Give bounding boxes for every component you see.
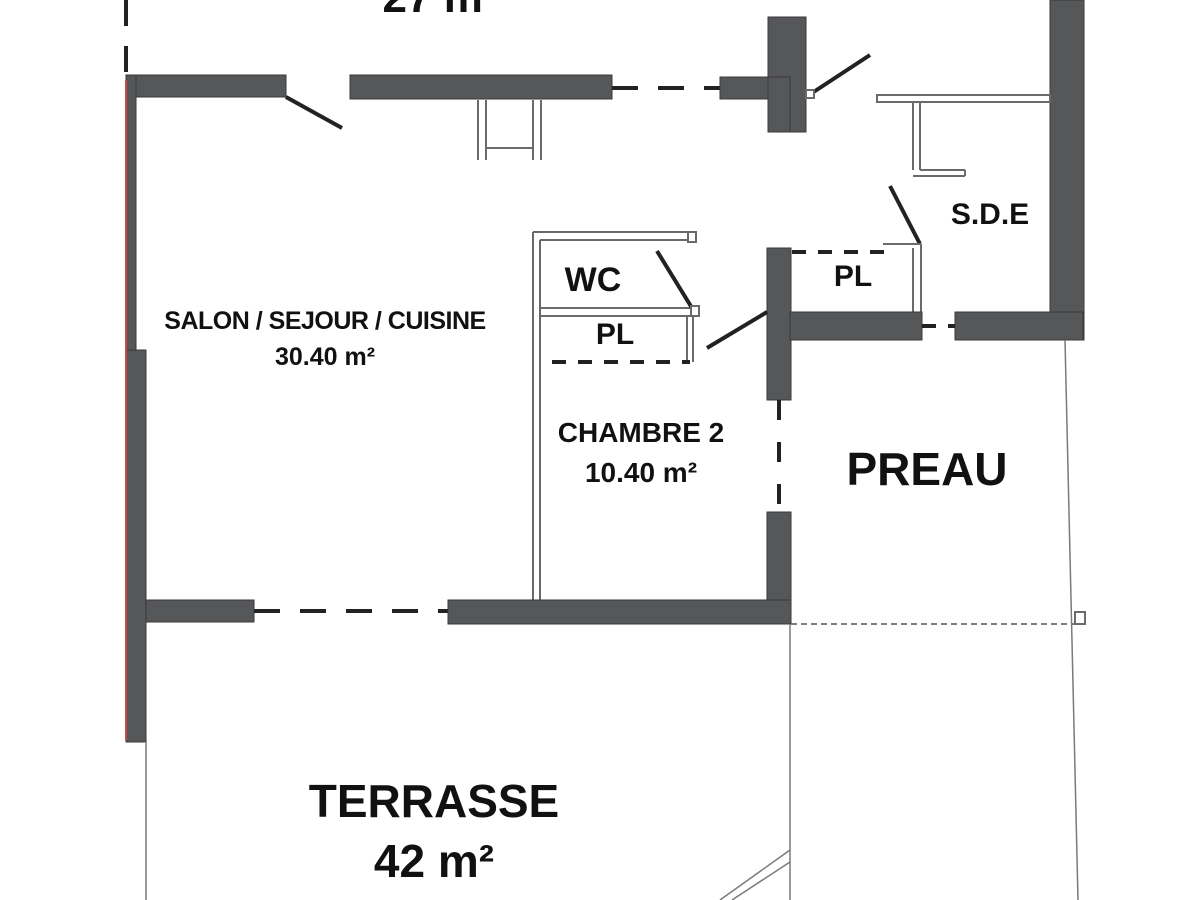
left-exterior-wall (125, 74, 287, 743)
sde-partitions (876, 94, 1051, 312)
room-label-placard-wc: PL (595, 318, 635, 351)
room-label-salon: SALON / SEJOUR / CUISINE (164, 307, 486, 335)
room-label-top: 27 m² (383, 0, 498, 20)
salon-bottom-wall-right (447, 599, 792, 625)
salon-door (285, 95, 343, 130)
room-label-chambre2: CHAMBRE 2 (557, 417, 725, 448)
room-area-chambre2: 10.40 m² (584, 457, 698, 488)
room-label-placard-sde: PL (833, 260, 873, 293)
central-wall (766, 247, 792, 401)
room-label-sde: S.D.E (950, 198, 1030, 231)
salon-window-opening (477, 100, 542, 160)
entry-door (810, 53, 872, 95)
right-exterior-wall (1049, 0, 1085, 341)
room-area-salon: 30.40 m² (274, 343, 376, 371)
room-label-terrasse: TERRASSE (308, 775, 560, 827)
salon-bottom-wall-left (145, 599, 255, 623)
room-area-terrasse: 42 m² (373, 835, 495, 887)
room-label-wc: WC (564, 261, 622, 299)
room-label-preau: PREAU (846, 443, 1008, 495)
chambre-door (705, 310, 769, 350)
top-wall-segment-1 (349, 74, 613, 100)
wc-block (532, 231, 700, 600)
